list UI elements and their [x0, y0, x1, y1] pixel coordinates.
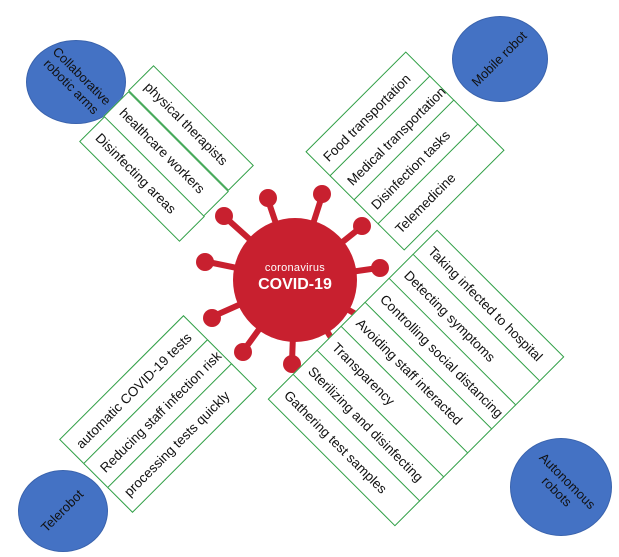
autonomous-robots-node: Autonomous robots	[510, 438, 612, 536]
telerobot-node: Telerobot	[18, 470, 108, 552]
collaborative-robotic-arms-label: Collaborative robotic arms	[40, 43, 115, 118]
virus-subtitle: coronavirus	[264, 262, 326, 274]
telerobot-label: Telerobot	[38, 486, 87, 535]
mobile-robot-label: Mobile robot	[468, 27, 530, 89]
virus-title: COVID-19	[258, 276, 332, 293]
mobile-robot-node: Mobile robot	[452, 16, 548, 102]
autonomous-robots-label: Autonomous robots	[535, 449, 599, 513]
